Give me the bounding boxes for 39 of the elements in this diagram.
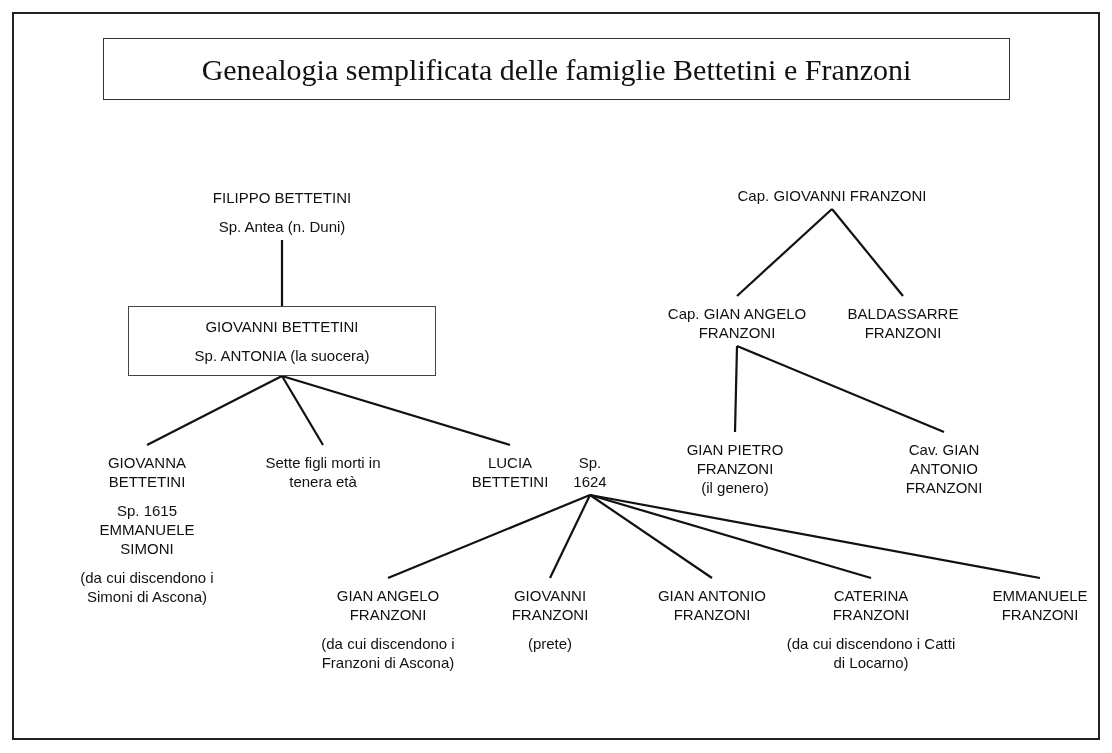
person-name: GIAN PIETRO FRANZONI [685,440,785,478]
connector-line [146,375,283,446]
person-name: BALDASSARRE FRANZONI [846,304,960,342]
connector-line [733,345,739,433]
person-name: (prete) [527,634,573,653]
connector-line [736,345,945,433]
person-name: Sp. Antea (n. Duni) [218,217,346,236]
person-name: GIAN ANTONIO FRANZONI [656,586,768,624]
connector-line [589,493,1041,580]
person-name: Sp. 1615 EMMANUELE SIMONI [98,501,196,558]
person-name: (da cui discendono i Simoni di Ascona) [79,568,215,606]
connector-line [549,494,591,579]
person-name: (da cui discendono i Franzoni di Ascona) [320,634,456,672]
person-box [128,306,436,376]
person-name: EMMANUELE FRANZONI [991,586,1089,624]
title: Genealogia semplificata delle famiglie Bettetini e Franzoni [103,38,1010,100]
person-name: GIOVANNI BETTETINI [205,317,359,336]
person-name: Sp. ANTONIA (la suocera) [194,346,370,365]
person-name: Sette figli morti in tenera età [264,453,382,491]
connector-line [589,493,872,580]
person-name: GIOVANNA BETTETINI [106,453,188,491]
connector-line [280,240,284,306]
person-name: GIOVANNI FRANZONI [510,586,590,624]
connector-line [736,208,833,297]
person-name: (da cui discendono i Catti di Locarno) [786,634,956,672]
person-name: Sp. 1624 [572,453,608,491]
person-name: (il genero) [701,478,769,497]
person-name: FILIPPO BETTETINI [212,188,352,207]
connector-line [281,375,324,446]
connector-line [831,208,904,297]
connector-line [589,494,713,579]
person-name: LUCIA BETTETINI [470,453,550,491]
person-name: CATERINA FRANZONI [831,586,911,624]
person-name: Cap. GIOVANNI FRANZONI [737,186,927,205]
person-name: Cap. GIAN ANGELO FRANZONI [666,304,808,342]
connector-line [387,494,591,579]
connector-line [281,374,511,447]
person-name: GIAN ANGELO FRANZONI [335,586,441,624]
person-name: Cav. GIAN ANTONIO FRANZONI [904,440,984,497]
